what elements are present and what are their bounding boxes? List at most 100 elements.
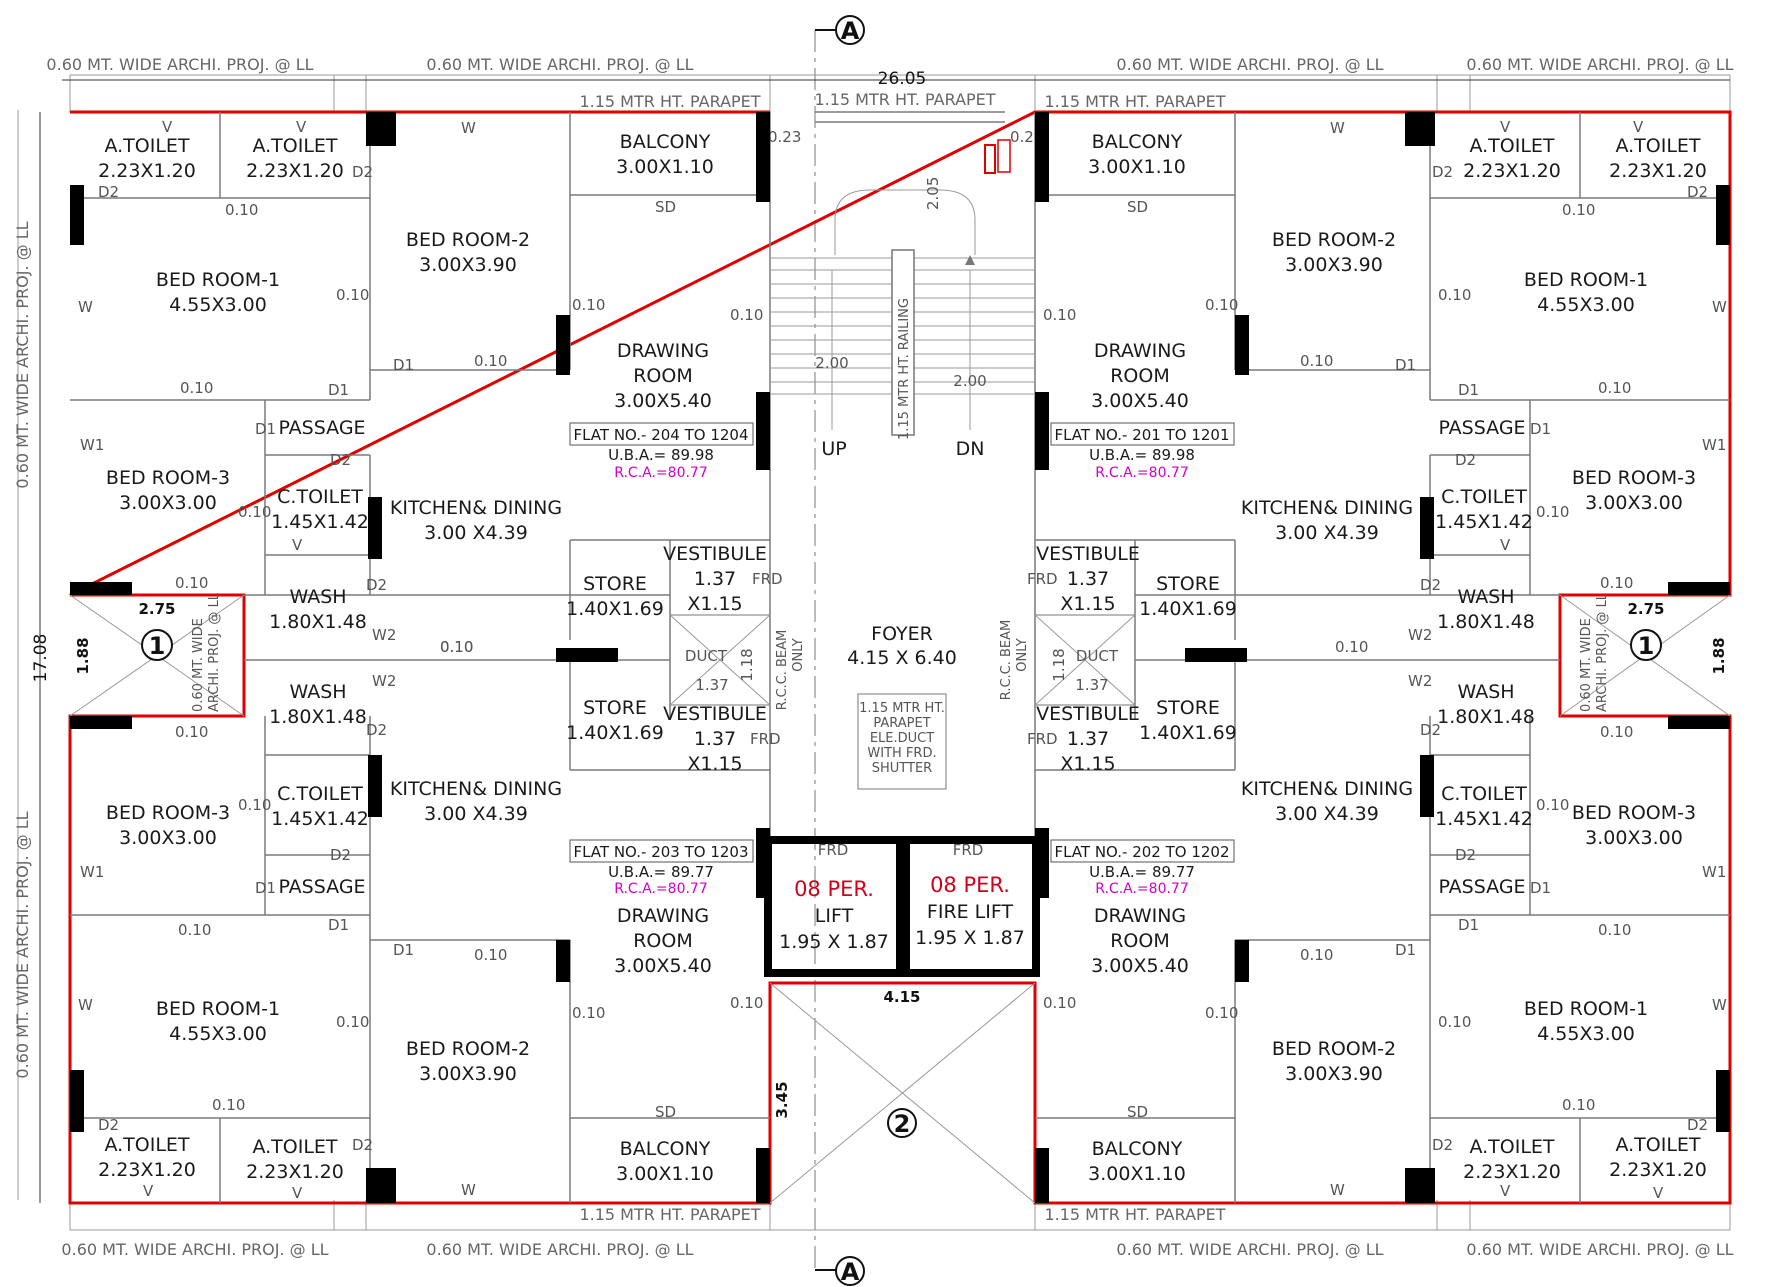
cutout-height: 3.45 (773, 1081, 791, 1118)
lift-capacity: 08 PER. (794, 877, 874, 901)
room-size: 2.23X1.20 (1609, 160, 1707, 182)
section-marker-bottom: A (815, 1256, 865, 1286)
room-size: 2.23X1.20 (1463, 160, 1561, 182)
room-size: 4.55X3.00 (1537, 294, 1635, 316)
wall-thickness: 0.10 (175, 574, 208, 592)
room-size: 1.45X1.42 (271, 808, 369, 830)
room-label: PASSAGE (1438, 876, 1525, 898)
wall-thickness: 0.10 (1205, 296, 1238, 314)
vent-tag: V (162, 118, 173, 136)
parapet-label: 1.15 MTR HT. PARAPET (579, 92, 760, 111)
duct-height: 1.18 (1050, 648, 1068, 681)
room-label: C.TOILET (277, 783, 363, 805)
flat-uba: U.B.A.= 89.77 (608, 863, 714, 881)
flat-ne: A.TOILET 2.23X1.20 A.TOILET 2.23X1.20 BA… (814, 90, 1730, 720)
room-label: VESTIBULE (1036, 703, 1140, 725)
door-tag: D2 (98, 183, 119, 201)
window-tag: W (1712, 298, 1727, 316)
vent-tag: V (1633, 118, 1644, 136)
room-label: BED ROOM-3 (106, 802, 230, 824)
flat-uba: U.B.A.= 89.98 (608, 446, 714, 464)
duct-height: 1.18 (738, 648, 756, 681)
room-label: PASSAGE (278, 417, 365, 439)
projection-label: 0.60 MT. WIDE ARCHI. PROJ. @ LL (46, 55, 313, 74)
duct-note-line: WITH FRD. (867, 746, 936, 761)
room-label: BED ROOM-2 (406, 229, 530, 251)
duct-label: DUCT (685, 647, 728, 665)
room-size: 1.45X1.42 (1435, 808, 1533, 830)
lift-label: LIFT (815, 905, 854, 927)
wall-thickness: 0.10 (225, 201, 258, 219)
light-well-right: 2.75 1.88 1 0.60 MT. WIDE ARCHI. PROJ. @… (1559, 592, 1731, 717)
wall-thickness: 0.10 (1562, 201, 1595, 219)
door-tag: D2 (1455, 846, 1476, 864)
door-tag: D2 (98, 1116, 119, 1134)
room-label: WASH (289, 586, 346, 608)
light-well-left: 2.75 1.88 1 0.60 MT. WIDE ARCHI. PROJ. @… (69, 592, 245, 717)
room-size: 3.00X1.10 (1088, 156, 1186, 178)
stair-width: 2.00 (815, 354, 848, 372)
room-size: 1.80X1.48 (1437, 611, 1535, 633)
grid-marker-2: 2 (894, 1110, 911, 1138)
court-height: 1.88 (74, 637, 92, 674)
room-label: BALCONY (1092, 1138, 1183, 1160)
duct-width: 1.37 (1075, 676, 1108, 694)
beam-label: R.C.C. BEAM (775, 630, 790, 711)
duct-note-line: ELE.DUCT (870, 731, 934, 746)
room-label: BED ROOM-1 (156, 998, 280, 1020)
wall-thickness: 0.10 (1536, 503, 1569, 521)
door-tag: D2 (366, 576, 387, 594)
door-tag: D1 (393, 356, 414, 374)
projection-label: 0.60 MT. WIDE ARCHI. PROJ. @ LL (426, 1240, 693, 1259)
flat-rca: R.C.A.=80.77 (1095, 881, 1189, 897)
room-size: 1.40X1.69 (566, 722, 664, 744)
wall-thickness: 0.10 (572, 1004, 605, 1022)
window-tag: W2 (1408, 626, 1432, 644)
duct-note-line: SHUTTER (872, 761, 932, 776)
room-label: A.TOILET (252, 1136, 337, 1158)
room-label: WASH (1457, 586, 1514, 608)
room-label: ROOM (633, 365, 693, 387)
beam-label: ONLY (791, 638, 806, 671)
vent-tag: V (1500, 118, 1511, 136)
parapet-label: 1.15 MTR HT. PARAPET (579, 1205, 760, 1224)
flat-rca: R.C.A.=80.77 (1095, 465, 1189, 481)
window-tag: W1 (1702, 863, 1726, 881)
wall-thickness: 0.10 (572, 296, 605, 314)
room-label: C.TOILET (277, 486, 363, 508)
room-label: STORE (583, 697, 647, 719)
room-label: A.TOILET (104, 1134, 189, 1156)
door-tag: D1 (1458, 916, 1479, 934)
room-label: BALCONY (620, 1138, 711, 1160)
column (556, 648, 618, 662)
room-label: BED ROOM-1 (156, 269, 280, 291)
door-tag: D2 (330, 846, 351, 864)
flat-uba: U.B.A.= 89.98 (1089, 446, 1195, 464)
room-label: BALCONY (620, 131, 711, 153)
frd-tag: FRD (1027, 570, 1058, 588)
room-label: STORE (1156, 697, 1220, 719)
grid-marker-1: 1 (1638, 632, 1655, 660)
room-label: BED ROOM-2 (406, 1038, 530, 1060)
wall-thickness: 0.10 (1335, 638, 1368, 656)
room-size: 3.00X3.00 (1585, 827, 1683, 849)
flat-nw: A.TOILET 2.23X1.20 A.TOILET 2.23X1.20 BA… (70, 92, 783, 720)
room-size: 3.00 X4.39 (1275, 803, 1379, 825)
wall-thickness: 0.10 (1598, 379, 1631, 397)
door-tag: D2 (1455, 451, 1476, 469)
window-tag: W1 (80, 436, 104, 454)
room-label: A.TOILET (1615, 135, 1700, 157)
room-label: C.TOILET (1441, 486, 1527, 508)
grid-marker-1: 1 (149, 632, 166, 660)
room-label: KITCHEN& DINING (390, 778, 562, 800)
fire-lift-size: 1.95 X 1.87 (915, 927, 1025, 949)
duct-width: 1.37 (695, 676, 728, 694)
room-label: DRAWING (1094, 340, 1186, 362)
room-label: C.TOILET (1441, 783, 1527, 805)
frd-label: FRD (953, 841, 984, 859)
section-label: A (841, 1258, 860, 1286)
room-label: A.TOILET (1469, 135, 1554, 157)
flat-sw: A.TOILET 2.23X1.20 A.TOILET 2.23X1.20 BA… (70, 660, 781, 1224)
column (1185, 648, 1247, 662)
